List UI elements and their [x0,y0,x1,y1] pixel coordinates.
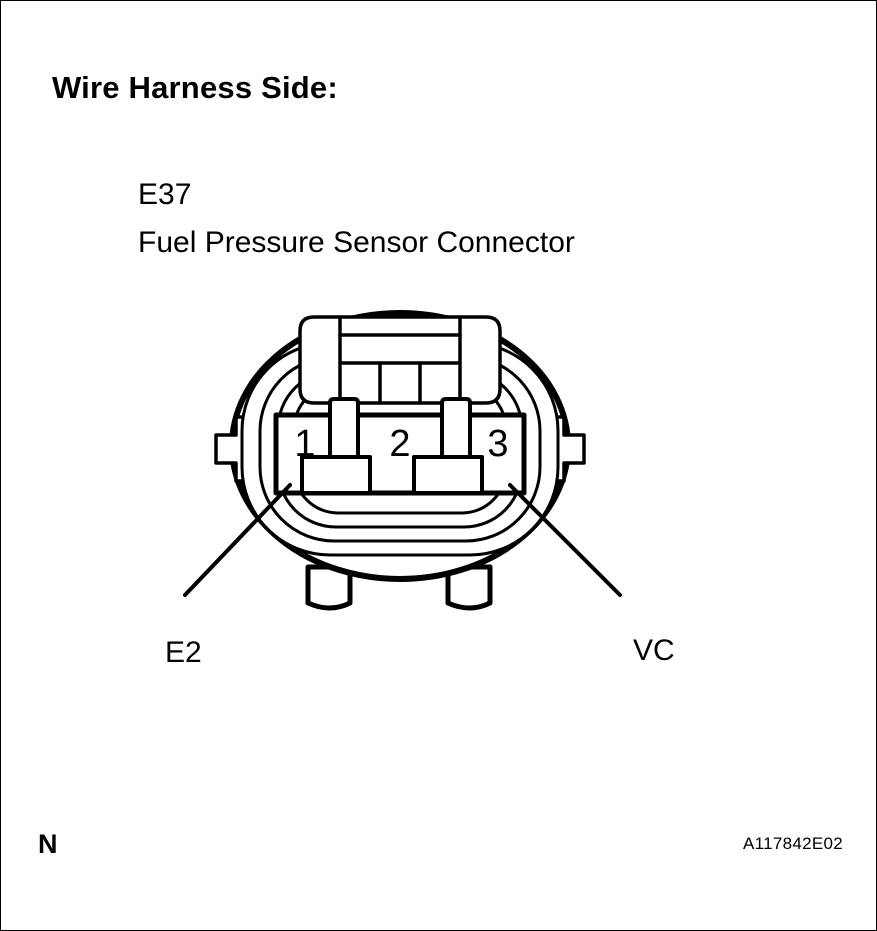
cavity-retention-step [300,455,372,495]
pin-number-2: 2 [389,423,410,465]
terminal-cavity-block [273,397,527,496]
connector-face-diagram: 1 2 3 [180,295,700,695]
connector-latch [298,315,502,405]
connector-id-label: E37 [138,178,192,211]
connector-name-label: Fuel Pressure Sensor Connector [138,226,575,259]
page-title: Wire Harness Side: [52,70,338,105]
leader-line-right [508,483,622,597]
callout-label-vc: VC [633,634,675,667]
cavity-divider-tab-2 [440,397,472,459]
pin-number-1: 1 [294,423,315,465]
leader-line-left [183,483,292,597]
connector-foot-left [305,564,353,611]
sheet-mark: N [38,829,58,859]
figure-reference-code: A117842E02 [742,834,843,853]
pin-number-3: 3 [487,423,508,465]
cavity-retention-step-2 [412,455,484,495]
connector-foot-right [445,564,493,611]
cavity-divider-tab-1 [328,397,360,459]
callout-label-e2: E2 [165,636,202,669]
